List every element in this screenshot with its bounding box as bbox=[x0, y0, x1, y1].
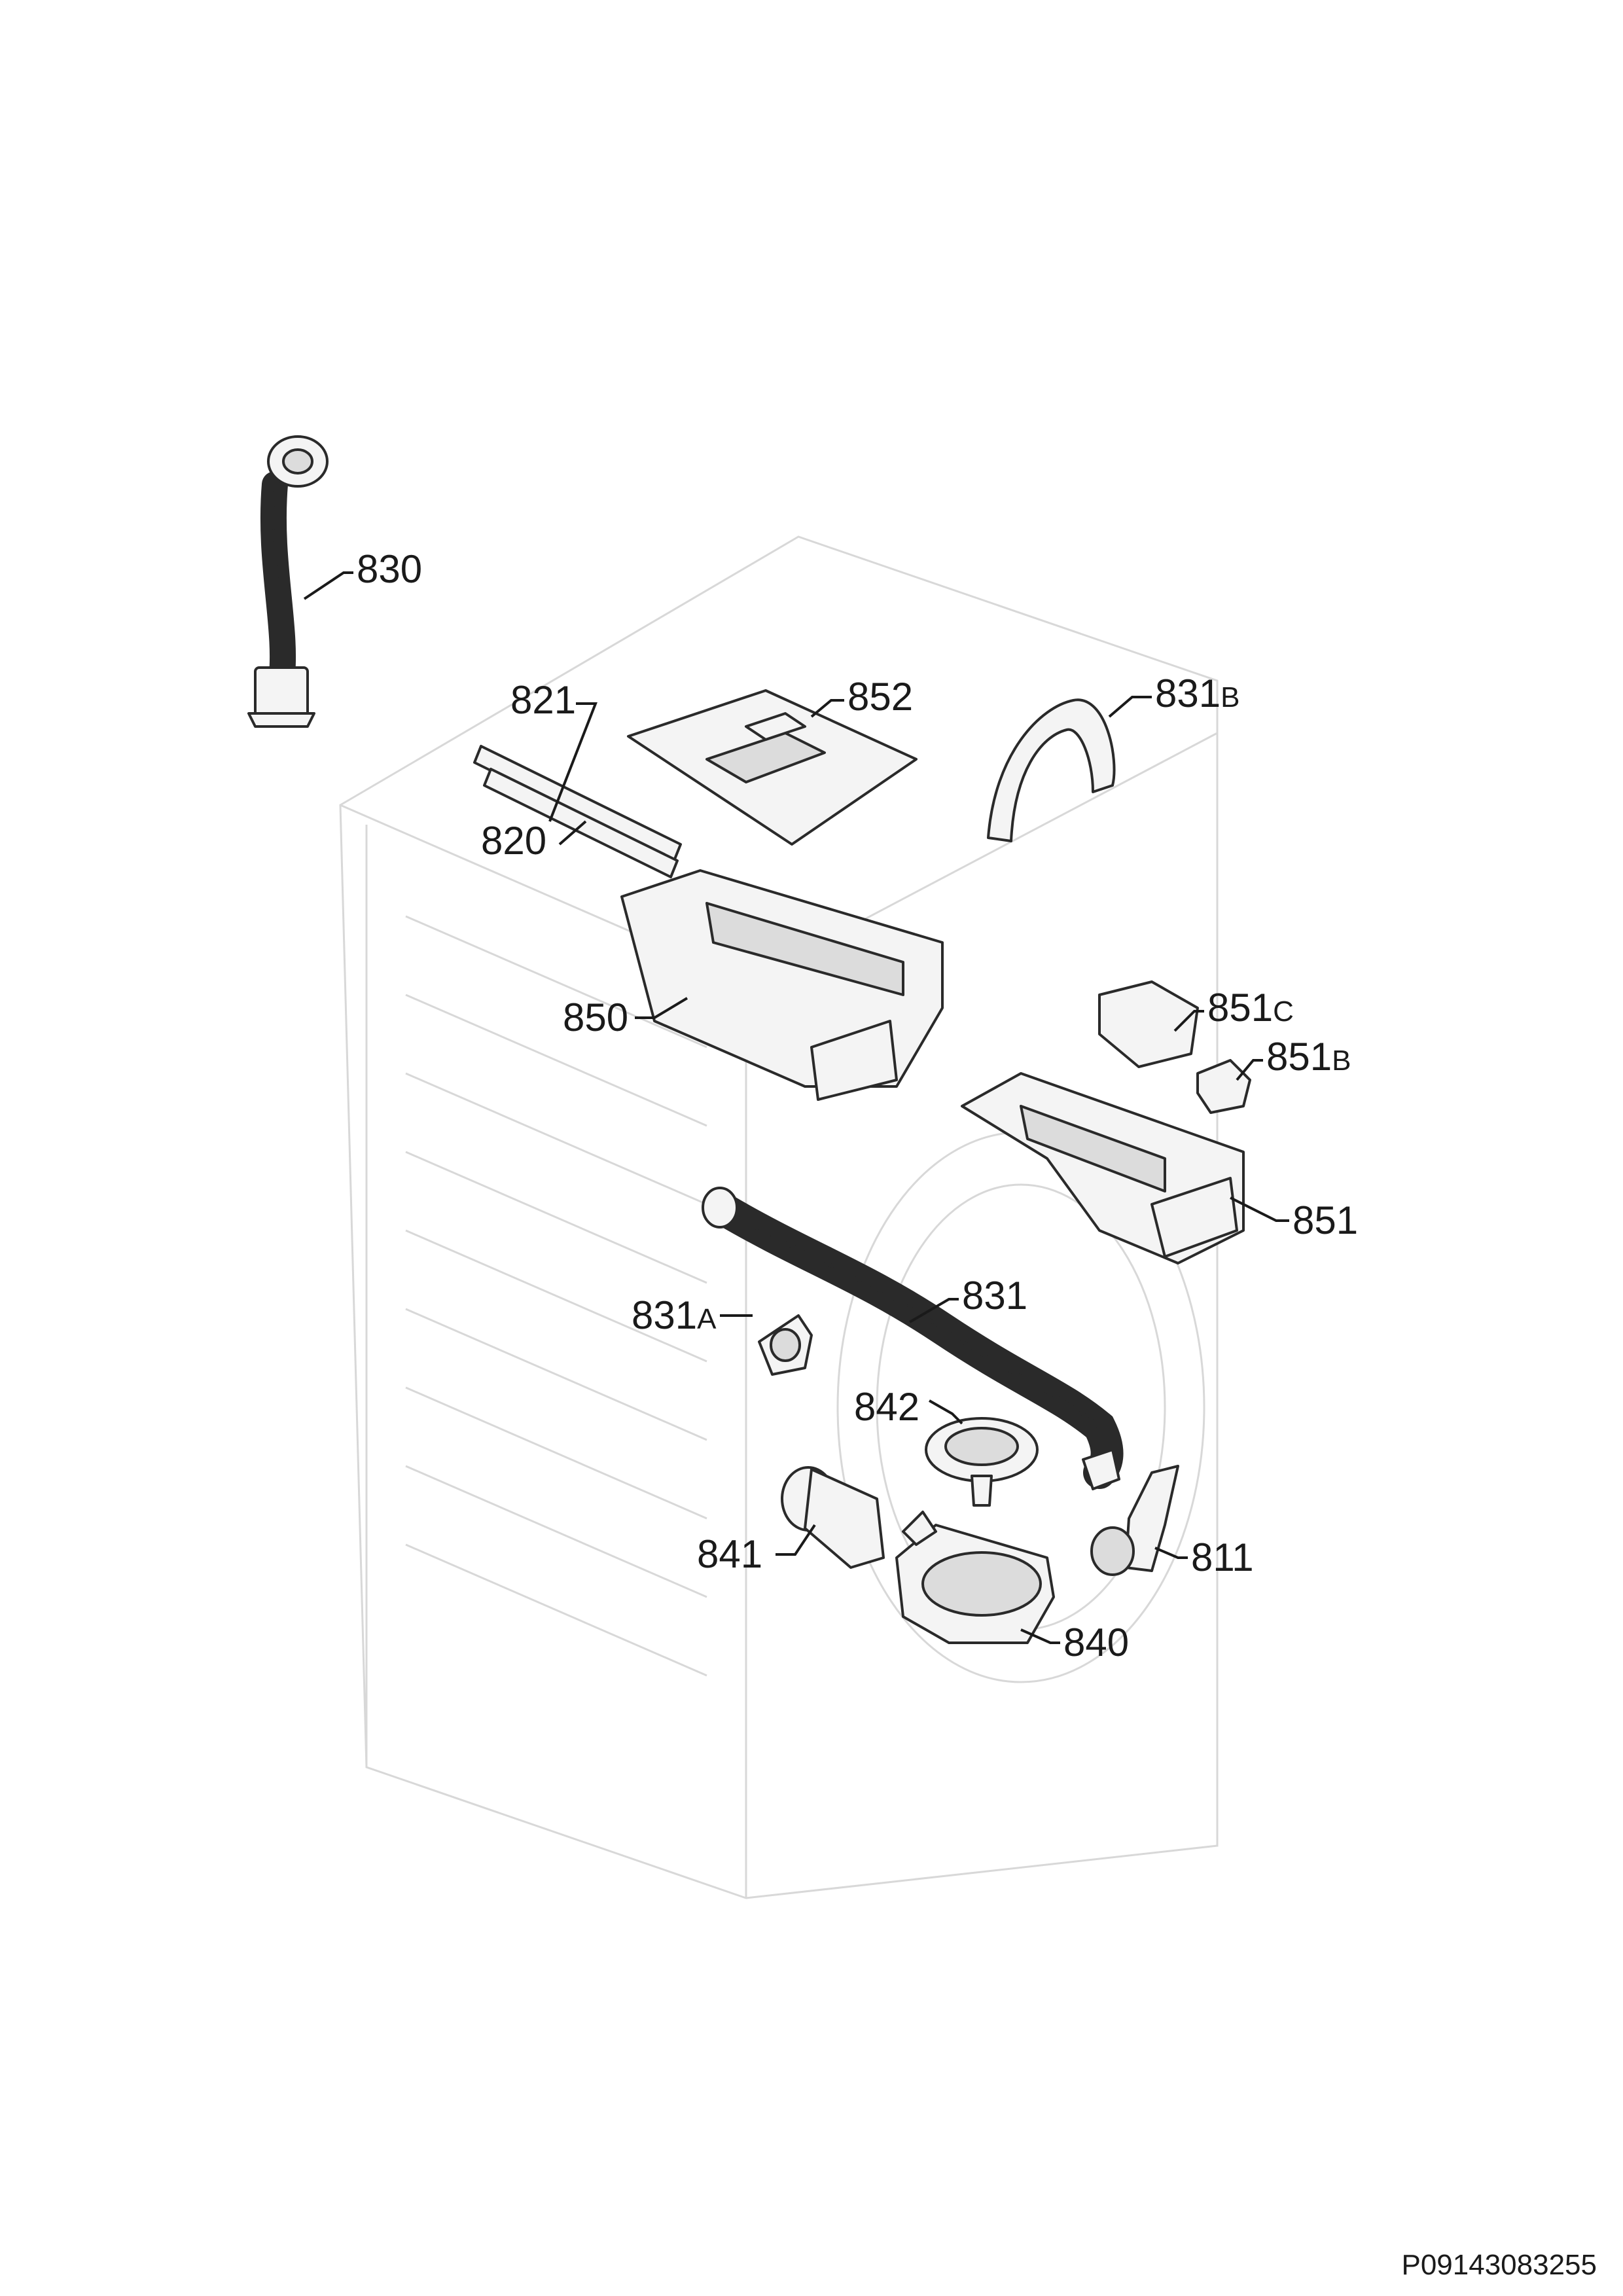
callout-831a-suffix: A bbox=[697, 1303, 717, 1335]
part-831a-hose-clip bbox=[758, 1314, 813, 1376]
callout-840: 840 bbox=[1063, 1621, 1129, 1664]
callout-851c-number: 851 bbox=[1207, 986, 1273, 1030]
callout-830: 830 bbox=[357, 547, 422, 591]
part-852-dispenser-cover bbox=[627, 689, 918, 846]
appliance-cabinet-ghost bbox=[339, 535, 1219, 1899]
part-840-pump-housing bbox=[895, 1511, 1055, 1644]
callout-831a: 831A bbox=[632, 1293, 717, 1337]
callout-831a-number: 831 bbox=[632, 1293, 697, 1337]
callout-852: 852 bbox=[847, 675, 913, 719]
part-851b-clip bbox=[1196, 1059, 1251, 1114]
callout-841: 841 bbox=[697, 1532, 762, 1576]
callout-811: 811 bbox=[1191, 1535, 1254, 1579]
part-820-821-tubes bbox=[473, 745, 682, 878]
part-830-drain-hose bbox=[247, 435, 329, 728]
callout-831b: 831B bbox=[1155, 672, 1240, 715]
callout-831: 831 bbox=[962, 1274, 1027, 1318]
callout-831b-number: 831 bbox=[1155, 672, 1221, 715]
callout-851c-suffix: C bbox=[1273, 996, 1294, 1028]
callout-821: 821 bbox=[510, 678, 576, 722]
part-831b-hose-guide bbox=[987, 698, 1116, 842]
callout-851c: 851C bbox=[1207, 986, 1294, 1030]
part-850-dispenser-housing bbox=[620, 869, 944, 1101]
part-841-pump-filter bbox=[781, 1466, 885, 1569]
callout-842: 842 bbox=[854, 1385, 919, 1429]
part-851-detergent-drawer bbox=[961, 1072, 1245, 1265]
callout-831b-suffix: B bbox=[1221, 681, 1240, 713]
part-831-corrugated-hose bbox=[702, 1187, 1124, 1490]
callout-851: 851 bbox=[1293, 1198, 1358, 1242]
callout-851b: 851B bbox=[1266, 1035, 1351, 1079]
document-id: P09143083255 bbox=[1401, 2249, 1597, 2281]
part-811-connector bbox=[1090, 1465, 1179, 1576]
callout-820: 820 bbox=[481, 819, 546, 863]
callout-851b-number: 851 bbox=[1266, 1035, 1332, 1079]
callout-851b-suffix: B bbox=[1332, 1045, 1351, 1077]
part-842-gasket bbox=[925, 1417, 1039, 1507]
leader-lines bbox=[303, 571, 1289, 1644]
callout-850: 850 bbox=[563, 996, 628, 1039]
part-851c-flap bbox=[1098, 980, 1199, 1068]
